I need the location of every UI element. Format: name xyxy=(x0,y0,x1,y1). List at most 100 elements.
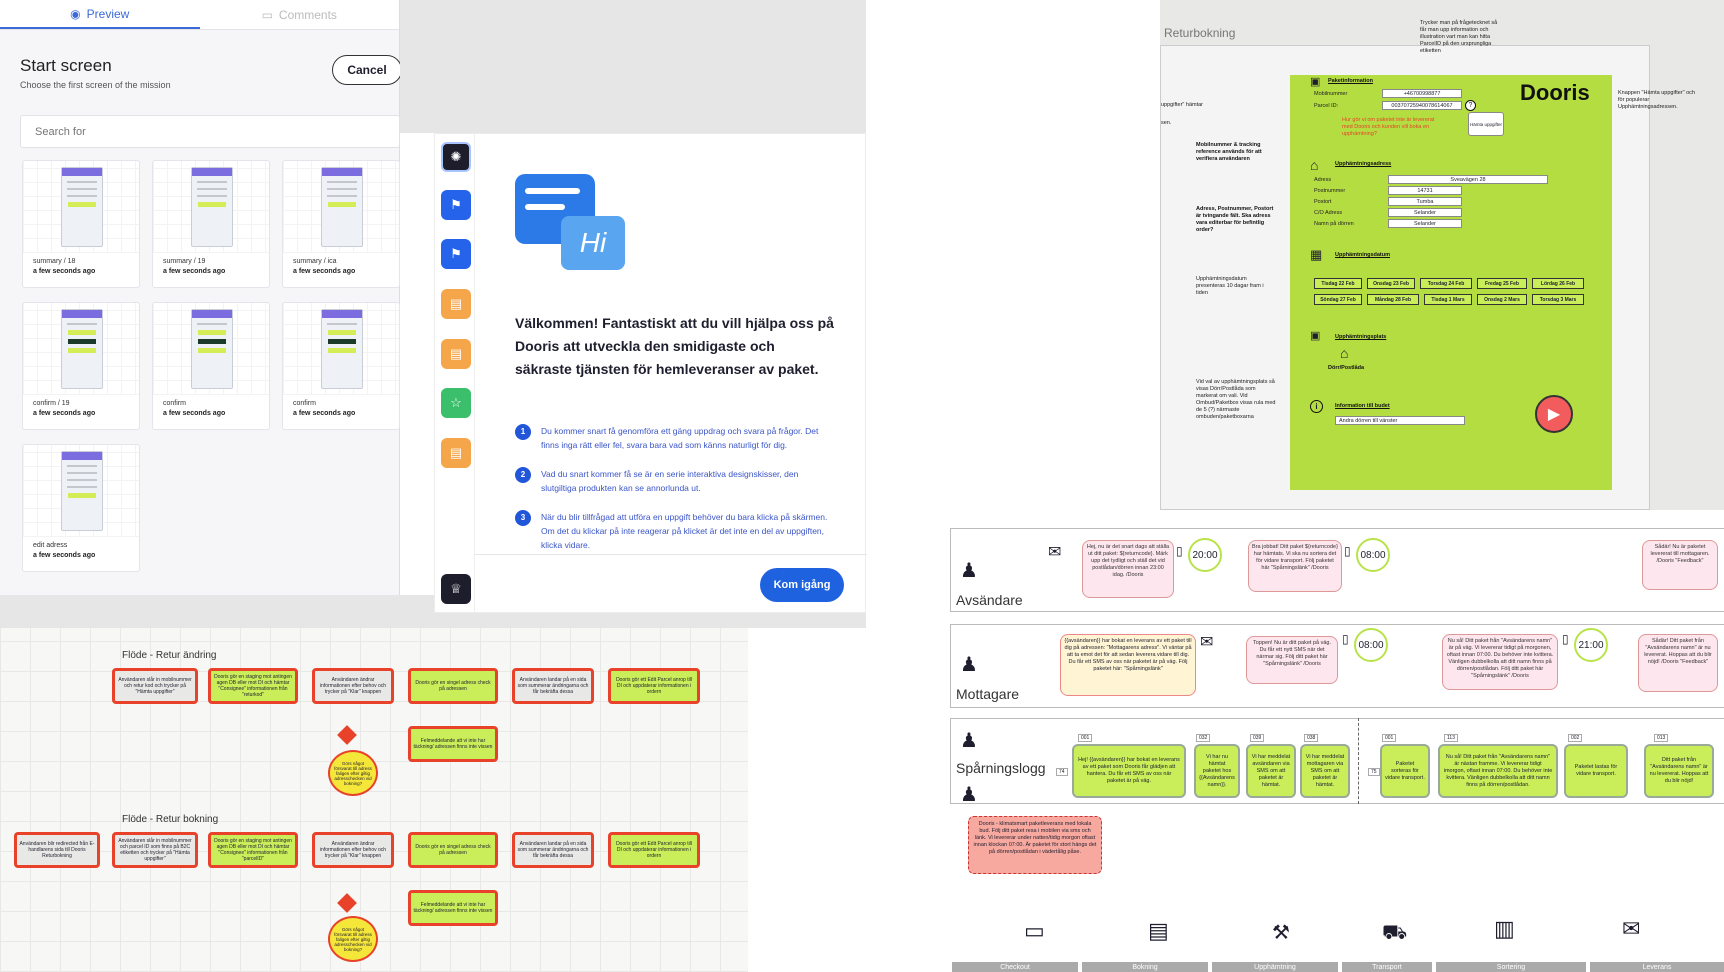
calendar-icon: ▦ xyxy=(1310,247,1323,262)
time-badge: 21:00 xyxy=(1574,628,1608,662)
parcel-id-field[interactable]: 00370725940078614067 xyxy=(1382,101,1462,110)
flow-step: Dooris gör en singel adress check på adr… xyxy=(408,832,498,868)
frame-title: Returbokning xyxy=(1164,26,1236,40)
message-icon[interactable]: ▤ xyxy=(441,289,471,319)
city-field[interactable]: Tumba xyxy=(1388,197,1462,206)
play-icon[interactable]: ▶ xyxy=(1535,395,1573,433)
flow-step: Användaren slår in mobilnummer och retur… xyxy=(112,668,198,704)
flag-icon[interactable]: ⚑ xyxy=(441,239,471,269)
lane-avsandare xyxy=(950,528,1724,612)
date-option[interactable]: Fredag 25 Feb xyxy=(1477,278,1527,289)
gear-icon[interactable]: ✺ xyxy=(441,142,471,172)
tab-preview[interactable]: ◉ Preview xyxy=(0,0,200,29)
section-header: Information till budet xyxy=(1335,403,1390,409)
thumb-time: a few seconds ago xyxy=(33,268,96,275)
mobile-field[interactable]: +46700998877 xyxy=(1382,89,1462,98)
pickup-place-option[interactable]: Dörr/Postlåda xyxy=(1328,365,1365,371)
screen-thumb[interactable]: summary / ica a few seconds ago xyxy=(282,160,400,288)
divider xyxy=(1358,718,1359,804)
annotation: Trycker man på frågetecknet så får man u… xyxy=(1420,20,1498,54)
log-code: 039 xyxy=(1250,734,1265,742)
tab-comments[interactable]: ▭Comments xyxy=(200,0,400,29)
tab-preview-label: Preview xyxy=(86,6,130,21)
date-option[interactable]: Måndag 28 Feb xyxy=(1367,294,1419,305)
mailbox-icon: ✉ xyxy=(1622,916,1641,941)
stage-tab[interactable]: Bokning xyxy=(1082,962,1208,972)
sms-bubble: {{avsändaren}} har bokat en leverans av … xyxy=(1060,634,1196,696)
truck-icon: ⛟ xyxy=(1382,922,1408,944)
page-subtitle: Choose the first screen of the mission xyxy=(20,80,171,90)
flow-step: Dooris gör en staging mot antingen agen … xyxy=(208,668,298,704)
date-option[interactable]: Torsdag 3 Mars xyxy=(1532,294,1584,305)
thumb-time: a few seconds ago xyxy=(293,268,356,275)
message-icon[interactable]: ▤ xyxy=(441,438,471,468)
section-header: Upphämtningsadress xyxy=(1335,161,1392,167)
item-text: Du kommer snart få genomföra ett gäng up… xyxy=(541,426,819,450)
address-field[interactable]: Sveavägen 28 xyxy=(1388,175,1548,184)
date-option[interactable]: Onsdag 2 Mars xyxy=(1477,294,1527,305)
log-code: 002 xyxy=(1568,734,1583,742)
date-option[interactable]: Onsdag 23 Feb xyxy=(1367,278,1415,289)
stage-tab[interactable]: Leverans xyxy=(1590,962,1724,972)
search-input[interactable] xyxy=(20,115,400,148)
register-icon: ▤ xyxy=(1148,918,1169,943)
trophy-icon[interactable]: ♕ xyxy=(441,574,471,604)
annotation: uppgifter" hämtar xyxy=(1161,102,1204,108)
message-icon[interactable]: ▤ xyxy=(441,339,471,369)
date-option[interactable]: Söndag 27 Feb xyxy=(1314,294,1362,305)
date-option[interactable]: Torsdag 24 Feb xyxy=(1420,278,1472,289)
log-entry: Paketet lastas för vidare transport. xyxy=(1564,744,1628,798)
flow-step: Användaren landar på en sida som summera… xyxy=(512,832,594,868)
lane-sparningslogg xyxy=(950,718,1724,804)
dooris-mockup: Dooris ▣ Paketinformation Mobilnummer +4… xyxy=(1290,75,1612,490)
flow-step: Användaren ändrar informationen efter be… xyxy=(312,668,394,704)
item-number: 3 xyxy=(515,510,531,526)
thumb-time: a few seconds ago xyxy=(33,552,96,559)
log-entry: Vi har meddelat mottagaren via SMS om at… xyxy=(1300,744,1350,798)
package-icon: ▣ xyxy=(1310,76,1321,88)
field-label: Adress xyxy=(1314,177,1332,183)
flag-icon[interactable]: ⚑ xyxy=(441,190,471,220)
cancel-button[interactable]: Cancel xyxy=(332,55,402,85)
stage-tab[interactable]: Transport xyxy=(1342,962,1432,972)
date-option[interactable]: Tisdag 1 Mars xyxy=(1424,294,1472,305)
question-icon[interactable]: ? xyxy=(1465,100,1476,111)
lane-label: Spårningslogg xyxy=(956,760,1046,776)
eye-icon: ◉ xyxy=(70,6,81,21)
phone-icon: ▯ xyxy=(1562,632,1569,646)
section-header: Upphämtningsplats xyxy=(1335,334,1387,340)
stage-tab[interactable]: Sortering xyxy=(1436,962,1586,972)
date-option[interactable]: Tisdag 22 Feb xyxy=(1314,278,1362,289)
field-label: Mobilnummer xyxy=(1314,91,1348,97)
thumb-time: a few seconds ago xyxy=(293,410,356,417)
star-icon[interactable]: ☆ xyxy=(441,388,471,418)
flow-step: Dooris gör ett Edit Parcel anrop till DI… xyxy=(608,668,700,704)
stage-tab[interactable]: Upphämtning xyxy=(1212,962,1338,972)
welcome-panel: ✺ ⚑ ⚑ ▤ ▤ ☆ ▤ ♕ Hi Välkommen! Fantastisk… xyxy=(434,133,867,613)
co-address-field[interactable]: Selander xyxy=(1388,208,1462,217)
fetch-details-button[interactable]: Hämta uppgifter xyxy=(1468,112,1504,136)
courier-info-field[interactable]: Andra dörren till vänster xyxy=(1335,416,1465,425)
date-option[interactable]: Lördag 26 Feb xyxy=(1532,278,1584,289)
swimlane-board: ♟ Avsändare ♟ Mottagare ♟ Spårningslogg … xyxy=(948,528,1724,972)
flow-diagram-board: Flöde - Retur ändring Användaren slår in… xyxy=(0,628,748,972)
postcode-field[interactable]: 14731 xyxy=(1388,186,1462,195)
item-text: Vad du snart kommer få se är en serie in… xyxy=(541,469,799,493)
thumb-name: summary / ica xyxy=(293,258,337,265)
door-name-field[interactable]: Selander xyxy=(1388,219,1462,228)
stage-tab[interactable]: Checkout xyxy=(952,962,1078,972)
home-icon[interactable]: ⌂ xyxy=(1340,345,1349,361)
person-icon: ♟ xyxy=(960,730,978,752)
phone-icon: ▯ xyxy=(1176,544,1183,558)
start-button[interactable]: Kom igång xyxy=(760,568,844,602)
flow-step: Dooris gör en singel adress check på adr… xyxy=(408,668,498,704)
laptop-icon: ▭ xyxy=(1024,918,1045,943)
